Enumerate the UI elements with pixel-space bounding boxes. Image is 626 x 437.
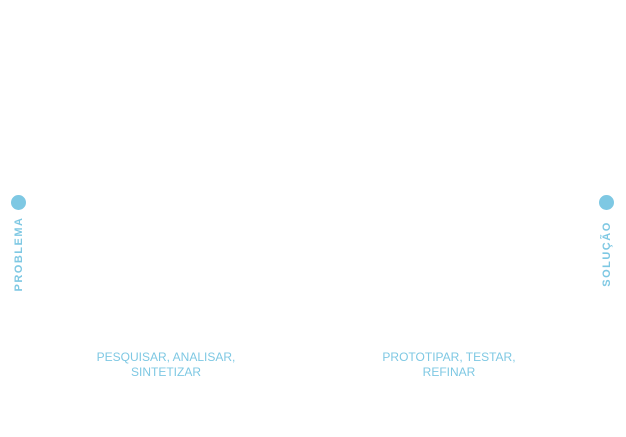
solution-label: SOLUÇÃO: [601, 221, 613, 287]
start-marker-dot: [11, 195, 26, 210]
end-marker-dot: [599, 195, 614, 210]
problem-label: PROBLEMA: [13, 216, 25, 292]
phase-caption-line: REFINAR: [422, 365, 476, 379]
phase-caption-line: PESQUISAR, ANALISAR,: [96, 350, 236, 364]
phase-caption-research: PESQUISAR, ANALISAR, SINTETIZAR: [66, 350, 266, 380]
phase-caption-line: PROTOTIPAR, TESTAR,: [382, 350, 516, 364]
phase-caption-line: SINTETIZAR: [130, 365, 201, 379]
phase-caption-prototype: PROTOTIPAR, TESTAR, REFINAR: [349, 350, 549, 380]
